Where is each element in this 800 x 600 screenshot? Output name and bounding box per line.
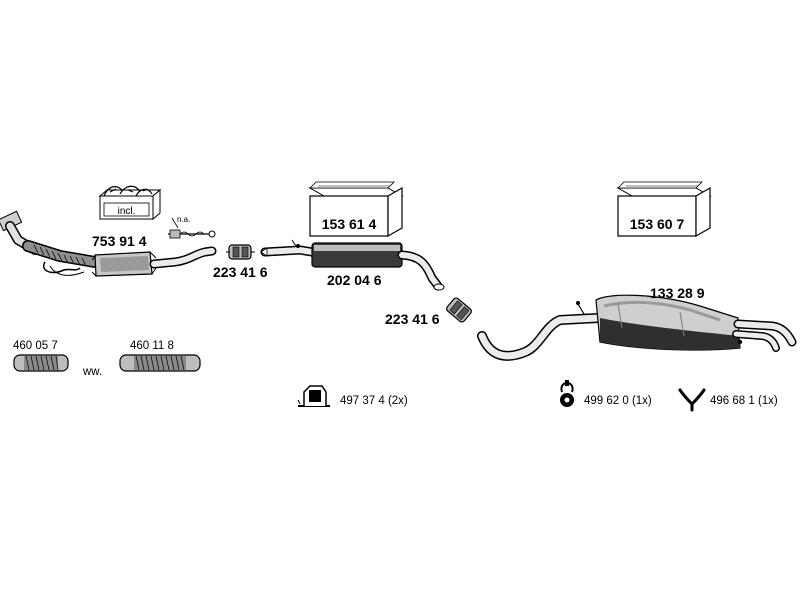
hanger-bracket-icon xyxy=(297,385,330,407)
incl-label: incl. xyxy=(118,206,136,217)
clamp-middle xyxy=(446,297,472,323)
oxygen-sensor: n.a. xyxy=(168,215,216,239)
clamp-front xyxy=(226,244,255,260)
part-223416-label-front: 223 41 6 xyxy=(213,264,268,280)
part-133289-label: 133 28 9 xyxy=(650,285,705,301)
front-silencer xyxy=(260,239,445,291)
part-753914-label: 753 91 4 xyxy=(92,233,147,249)
kit-box-rear xyxy=(616,181,712,238)
part-460057-label: 460 05 7 xyxy=(13,340,58,352)
part-460118-label: 460 11 8 xyxy=(130,340,174,352)
catalytic-converter-assembly xyxy=(0,210,217,277)
part-202046-label: 202 04 6 xyxy=(327,272,382,288)
part-153614-label: 153 61 4 xyxy=(322,216,377,232)
not-available-label: n.a. xyxy=(177,215,190,224)
flex-pipe-b xyxy=(119,354,201,372)
y-hanger-icon xyxy=(678,388,706,412)
rear-silencer xyxy=(477,294,797,361)
flex-pipe-a xyxy=(13,354,69,372)
kit-box-front xyxy=(308,181,404,238)
hardware-kit-box-small: incl. xyxy=(98,185,162,221)
part-499620-label: 499 62 0 (1x) xyxy=(584,395,652,407)
alternative-label: ww. xyxy=(82,366,102,378)
part-496681-label: 496 68 1 (1x) xyxy=(710,395,778,407)
part-153607-label: 153 60 7 xyxy=(630,216,685,232)
part-497374-label: 497 37 4 (2x) xyxy=(340,395,408,407)
rubber-mount-icon xyxy=(560,380,574,407)
part-223416-label-middle: 223 41 6 xyxy=(385,311,440,327)
